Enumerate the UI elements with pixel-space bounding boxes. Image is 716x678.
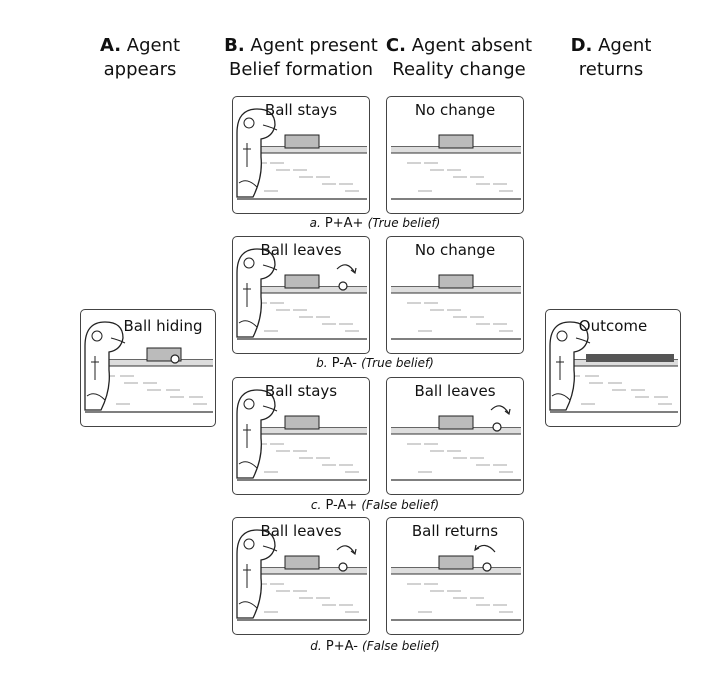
caption-code: P+A- (325, 639, 358, 654)
scene-illustration (236, 108, 367, 200)
hiding-box (438, 274, 474, 289)
caption-belief: (True belief) (367, 216, 441, 230)
column-letter: B. (224, 35, 245, 56)
ground (391, 567, 521, 621)
caption-belief: (True belief) (361, 356, 434, 370)
column-title-line2: returns (578, 59, 644, 80)
panel-row-d-belief: Ball leaves (232, 517, 370, 635)
caption-code: P-A+ (325, 498, 358, 513)
caption-code: P+A+ (324, 216, 364, 231)
agent-figure (236, 529, 278, 619)
column-header-d: D. Agent returns (526, 34, 696, 82)
agent-figure (236, 108, 278, 198)
caption-prefix: b. (316, 356, 328, 370)
row-caption-b: b. P-A- (True belief) (235, 356, 515, 371)
agent-figure (84, 321, 126, 411)
trajectory-arrow (490, 405, 510, 415)
agent-figure (236, 248, 278, 338)
panel-label: Ball leaves (414, 382, 496, 400)
arrowhead (474, 544, 480, 552)
agent-figure (236, 389, 278, 479)
panel-row-b-reality: No change (386, 236, 524, 354)
row-caption-a: a. P+A+ (True belief) (235, 216, 515, 231)
scene-illustration (549, 321, 678, 413)
column-header-a: A. Agent appears (55, 34, 225, 82)
scene-illustration (236, 529, 367, 621)
panel-row-b-belief: Ball leaves (232, 236, 370, 354)
panel-label: Outcome (578, 317, 648, 335)
scene-illustration (391, 544, 521, 621)
caption-belief: (False belief) (362, 639, 440, 653)
hiding-box (438, 134, 474, 149)
scene-illustration (391, 274, 521, 340)
column-title-line2: Belief formation (228, 59, 374, 80)
hiding-box (284, 274, 320, 289)
hiding-box (284, 415, 320, 430)
column-title-line1: Agent absent (411, 35, 533, 56)
ground (391, 146, 521, 200)
panel-label: Ball stays (264, 382, 338, 400)
panel-row-c-belief: Ball stays (232, 377, 370, 495)
scene-illustration (236, 389, 367, 481)
hiding-box (438, 415, 474, 430)
column-letter: C. (385, 35, 406, 56)
ball (492, 422, 502, 432)
panel-row-a-belief: Ball stays (232, 96, 370, 214)
panel-label: Ball leaves (260, 241, 342, 259)
scene-illustration (236, 248, 367, 340)
scene-illustration (391, 134, 521, 200)
panel-label: No change (414, 241, 496, 259)
panel-row-a-reality: No change (386, 96, 524, 214)
ball (170, 354, 180, 364)
panel-label: Ball stays (264, 101, 338, 119)
panel-agent-appears: Ball hiding (80, 309, 216, 427)
column-header-c: C. Agent absent Reality change (374, 34, 544, 82)
arrowhead (350, 267, 357, 275)
column-title-line2: Reality change (392, 59, 526, 80)
panel-row-d-reality: Ball returns (386, 517, 524, 635)
caption-prefix: a. (309, 216, 321, 230)
caption-code: P-A- (331, 356, 357, 371)
column-letter: A. (99, 35, 122, 56)
column-title-line2: appears (103, 59, 177, 80)
panel-label: No change (414, 101, 496, 119)
scene-illustration (84, 321, 213, 413)
hiding-box (586, 354, 674, 362)
panel-agent-returns: Outcome (545, 309, 681, 427)
column-title-line1: Agent (598, 35, 652, 56)
column-header-b: B. Agent present Belief formation (216, 34, 386, 82)
trajectory-arrow (336, 545, 356, 555)
panel-row-c-reality: Ball leaves (386, 377, 524, 495)
agent-figure (549, 321, 591, 411)
caption-prefix: c. (310, 498, 322, 512)
row-caption-c: c. P-A+ (False belief) (235, 498, 515, 513)
panel-label: Ball leaves (260, 522, 342, 540)
ground (391, 427, 521, 481)
column-letter: D. (570, 35, 593, 56)
panel-label: Ball returns (411, 522, 499, 540)
caption-belief: (False belief) (361, 498, 440, 512)
panel-label: Ball hiding (123, 317, 203, 335)
hiding-box (438, 555, 474, 570)
hiding-box (284, 134, 320, 149)
caption-prefix: d. (310, 639, 322, 653)
row-caption-d: d. P+A- (False belief) (235, 639, 515, 654)
arrowhead (504, 408, 511, 416)
hiding-box (284, 555, 320, 570)
scene-illustration (391, 405, 521, 481)
column-title-line1: Agent present (250, 35, 378, 56)
arrowhead (350, 548, 357, 556)
ground (391, 286, 521, 340)
column-title-line1: Agent (126, 35, 181, 56)
trajectory-arrow (336, 264, 356, 274)
ball (338, 562, 348, 572)
ball (338, 281, 348, 291)
ball (482, 562, 492, 572)
